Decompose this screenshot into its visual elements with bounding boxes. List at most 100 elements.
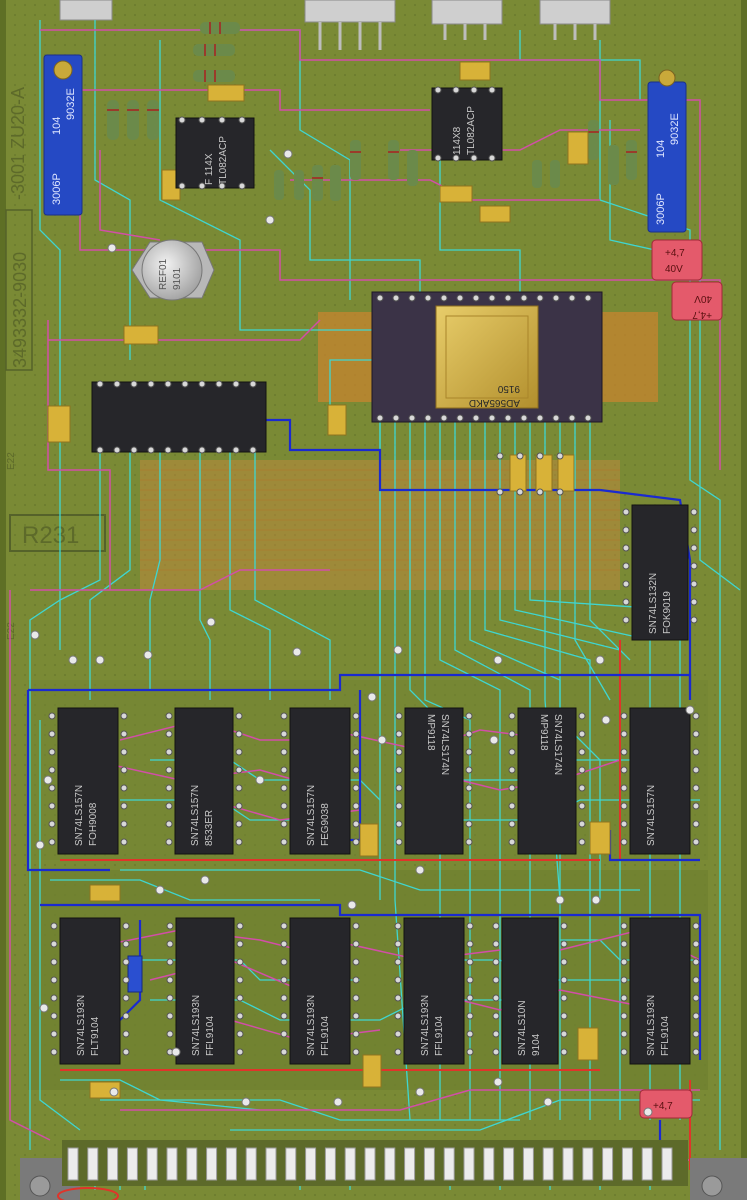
pot-right-label: 3006P <box>655 193 667 225</box>
ic-pin <box>236 958 244 966</box>
ic-pin <box>280 820 288 828</box>
potentiometer-right: 3006P 104 9032E <box>647 69 687 233</box>
ic-pin <box>376 294 384 302</box>
ic-pin <box>620 922 628 930</box>
ic-pin <box>504 414 512 422</box>
ic-pin <box>392 294 400 302</box>
ic-pin <box>394 1030 402 1038</box>
ic-pin <box>48 838 56 846</box>
chip-r1-3: SN74LS157N FEG9038 <box>289 707 351 855</box>
opamp-right-line1: 114X8 <box>452 126 463 155</box>
ic-pin <box>492 1030 500 1038</box>
ic-pin <box>465 748 473 756</box>
ic-pin <box>496 488 504 496</box>
ic-pin <box>394 958 402 966</box>
ref-line2: 9101 <box>172 267 183 290</box>
ic-pin <box>96 446 104 454</box>
ic-pin <box>165 784 173 792</box>
via <box>283 149 293 159</box>
ic-pin <box>492 940 500 948</box>
chip-upper-right: SN74LS132N FOK9019 <box>631 504 689 641</box>
cap2-voltage: 40V <box>694 293 712 304</box>
via <box>489 735 499 745</box>
chip-r2-2-line1: SN74LS193N <box>191 995 202 1056</box>
connector-finger <box>305 1147 317 1181</box>
chip-r2-3-line2: FFL9104 <box>320 1016 331 1056</box>
ic-pin <box>408 294 416 302</box>
ic-pin <box>352 976 360 984</box>
ic-pin <box>280 940 288 948</box>
via <box>30 630 40 640</box>
ic-pin <box>165 838 173 846</box>
chip-ur-line2: FOK9019 <box>662 591 673 634</box>
ic-pin <box>466 940 474 948</box>
ic-pin <box>120 766 128 774</box>
via <box>493 655 503 665</box>
chip-r2-1: SN74LS193N FLT9104 <box>59 917 121 1065</box>
ic-pin <box>235 712 243 720</box>
ic-pin <box>620 766 628 774</box>
ic-pin <box>620 1048 628 1056</box>
via <box>555 895 565 905</box>
ic-pin <box>690 526 698 534</box>
edge-connector <box>20 1140 747 1200</box>
ic-pin <box>622 508 630 516</box>
ic-pin <box>236 1012 244 1020</box>
ic-pin <box>520 294 528 302</box>
via <box>107 243 117 253</box>
ic-pin <box>120 748 128 756</box>
ic-pin <box>578 766 586 774</box>
chip-r2-4: SN74LS193N FFL9104 <box>403 917 465 1065</box>
ic-pin <box>235 838 243 846</box>
ic-pin <box>352 1030 360 1038</box>
ic-pin <box>456 294 464 302</box>
ic-pin <box>508 784 516 792</box>
ic-pin <box>620 784 628 792</box>
ic-pin <box>560 994 568 1002</box>
ic-pin <box>166 1012 174 1020</box>
cap1-value: +4,7 <box>665 248 685 259</box>
via <box>35 840 45 850</box>
ic-pin <box>504 294 512 302</box>
via <box>493 1077 503 1087</box>
chip-r1-6: SN74LS157N <box>629 707 691 855</box>
dac-line2: 9150 <box>497 383 520 394</box>
ic-pin <box>122 1012 130 1020</box>
ic-pin <box>492 922 500 930</box>
ic-pin <box>235 802 243 810</box>
via <box>171 1047 181 1057</box>
ic-pin <box>584 294 592 302</box>
ic-pin <box>280 838 288 846</box>
red-capacitor-3: +4,7 <box>639 1089 693 1119</box>
ic-pin <box>48 712 56 720</box>
ic-pin <box>280 784 288 792</box>
ic-pin <box>198 446 206 454</box>
via <box>68 655 78 665</box>
connector-finger <box>206 1147 218 1181</box>
connector-finger <box>562 1147 574 1181</box>
via <box>143 650 153 660</box>
ic-pin <box>692 1048 700 1056</box>
via <box>377 735 387 745</box>
opamp-left-line2: TL082ACP <box>218 136 229 185</box>
ic-pin <box>113 380 121 388</box>
ic-pin <box>692 712 700 720</box>
ic-pin <box>622 598 630 606</box>
ic-pin <box>181 446 189 454</box>
chip-r2-3: SN74LS193N FFL9104 <box>289 917 351 1065</box>
via <box>241 1097 251 1107</box>
ic-pin <box>692 766 700 774</box>
ic-pin <box>280 1048 288 1056</box>
ic-pin <box>352 784 360 792</box>
ic-pin <box>238 116 246 124</box>
ic-pin <box>236 922 244 930</box>
ic-pin <box>508 838 516 846</box>
ic-pin <box>472 414 480 422</box>
ic-pin <box>120 730 128 738</box>
ic-pin <box>492 1012 500 1020</box>
ic-pin <box>488 86 496 94</box>
vias <box>30 149 695 1117</box>
ic-pin <box>424 414 432 422</box>
ic-pin <box>166 958 174 966</box>
ic-pin <box>218 116 226 124</box>
